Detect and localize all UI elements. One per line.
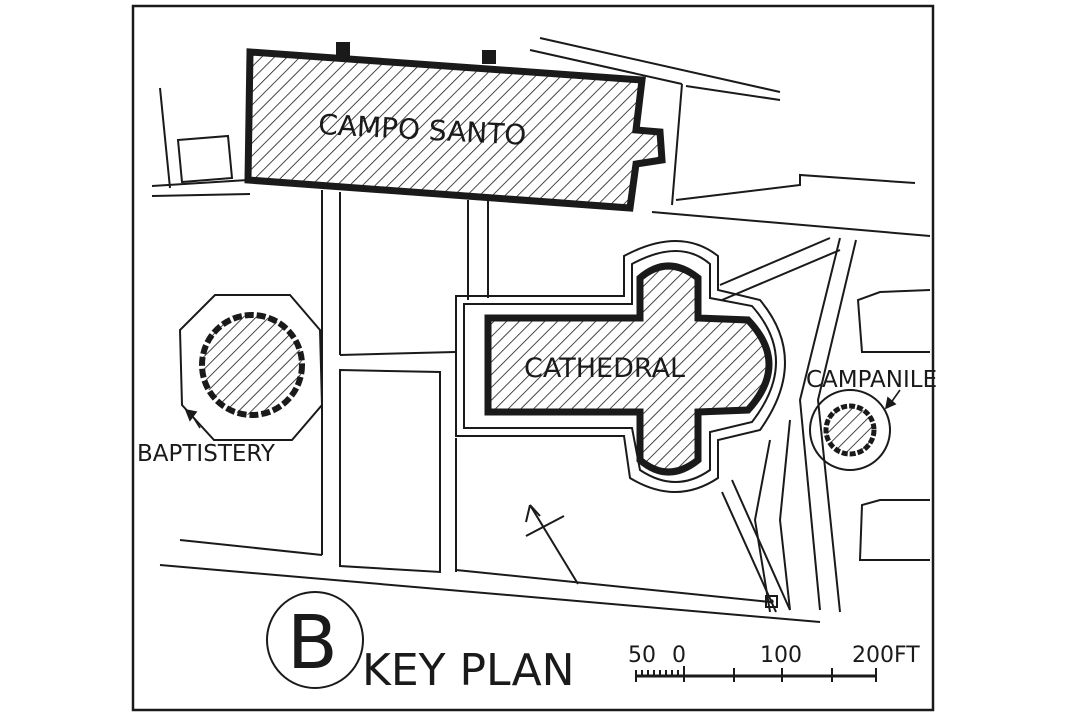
baptistery-building [178,294,324,441]
well-marker-icon [765,595,778,608]
label-campanile: CAMPANILE [806,367,937,393]
street-lines [151,37,931,623]
scale-tick-0: 0 [672,643,686,668]
scale-tick-50: 50 [628,643,656,668]
scale-tick-200: 200FT [852,643,920,668]
cathedral-building [484,262,773,476]
plan-letter-badge: B [266,591,364,689]
scale-tick-100: 100 [760,643,802,668]
label-leaders [184,389,901,429]
campo-santo-building [244,42,666,212]
label-baptistery: BAPTISTERY [137,441,276,467]
north-arrow-icon [525,504,579,585]
cathedral-precinct [455,240,786,493]
plan-letter: B [287,600,338,686]
label-cathedral: CATHEDRAL [524,353,685,384]
plan-title: KEY PLAN [362,645,575,696]
scale-bar: 50 0 100 200FT [628,643,920,682]
campanile-building [809,389,891,471]
map-frame [131,4,935,712]
